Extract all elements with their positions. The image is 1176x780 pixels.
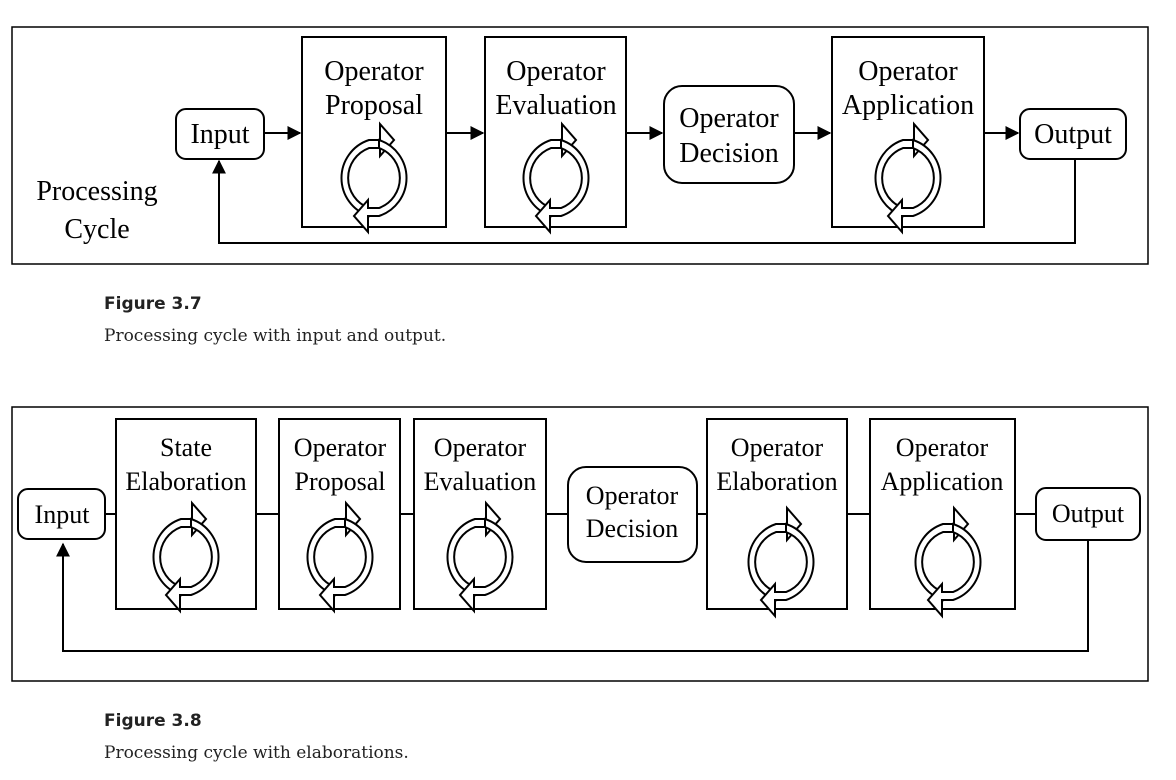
proposal-label-line2: Proposal <box>295 467 386 496</box>
output-label: Output <box>1052 499 1125 528</box>
operator-application-box: Operator Application <box>869 418 1016 617</box>
diagram-frame <box>11 406 1149 682</box>
evaluation-label-line2: Evaluation <box>424 467 537 496</box>
figure-3-8-caption: Processing cycle with elaborations. <box>104 743 409 763</box>
decision-label-line1: Operator <box>586 481 679 510</box>
input-node: Input <box>175 108 265 160</box>
operator-decision-node: Operator Decision <box>663 85 795 184</box>
figure-3-8-title: Figure 3.8 <box>104 711 202 731</box>
output-label: Output <box>1034 119 1112 150</box>
op-elab-label-line1: Operator <box>731 433 824 462</box>
state-elab-label-line2: Elaboration <box>125 467 246 496</box>
feedback-loop-arrow <box>212 159 1076 244</box>
input-label: Input <box>35 500 91 529</box>
connector-lines <box>56 513 1089 652</box>
state-elab-label-line1: State <box>160 433 212 462</box>
diagram-frame <box>11 26 1149 265</box>
output-node: Output <box>1019 108 1127 160</box>
figure-3-7-title: Figure 3.7 <box>104 294 202 314</box>
operator-decision-node: Operator Decision <box>567 466 698 563</box>
flow-arrows <box>212 126 1076 244</box>
op-elab-label-line2: Elaboration <box>716 467 837 496</box>
state-elaboration-box: State Elaboration <box>115 418 257 612</box>
operator-application-box: Operator Application <box>831 36 985 233</box>
application-label-line2: Application <box>881 467 1004 496</box>
figure-3-8-diagram: Input State Elaboration Operator Proposa… <box>11 406 1149 682</box>
operator-evaluation-box: Operator Evaluation <box>484 36 627 233</box>
figure-3-7-diagram: Processing Cycle Input Operator Proposal… <box>11 26 1149 265</box>
proposal-label-line2: Proposal <box>325 90 423 121</box>
application-label-line1: Operator <box>858 56 958 87</box>
proposal-label-line1: Operator <box>324 56 424 87</box>
proposal-label-line1: Operator <box>294 433 387 462</box>
output-node: Output <box>1035 487 1141 541</box>
feedback-loop-arrow <box>56 540 1089 652</box>
application-label-line2: Application <box>842 90 974 121</box>
operator-proposal-box: Operator Proposal <box>278 418 401 612</box>
evaluation-label-line1: Operator <box>434 433 527 462</box>
operator-proposal-box: Operator Proposal <box>301 36 447 233</box>
application-label-line1: Operator <box>896 433 989 462</box>
decision-label-line2: Decision <box>679 138 779 169</box>
evaluation-label-line1: Operator <box>506 56 606 87</box>
side-label-line1: Processing <box>36 176 157 207</box>
decision-label-line2: Decision <box>586 514 678 543</box>
operator-elaboration-box: Operator Elaboration <box>706 418 848 617</box>
figure-3-7-caption: Processing cycle with input and output. <box>104 326 447 346</box>
side-label-line2: Cycle <box>64 214 129 245</box>
input-label: Input <box>190 119 249 150</box>
evaluation-label-line2: Evaluation <box>495 90 616 121</box>
operator-evaluation-box: Operator Evaluation <box>413 418 547 612</box>
decision-label-line1: Operator <box>679 103 779 134</box>
input-node: Input <box>17 488 106 540</box>
